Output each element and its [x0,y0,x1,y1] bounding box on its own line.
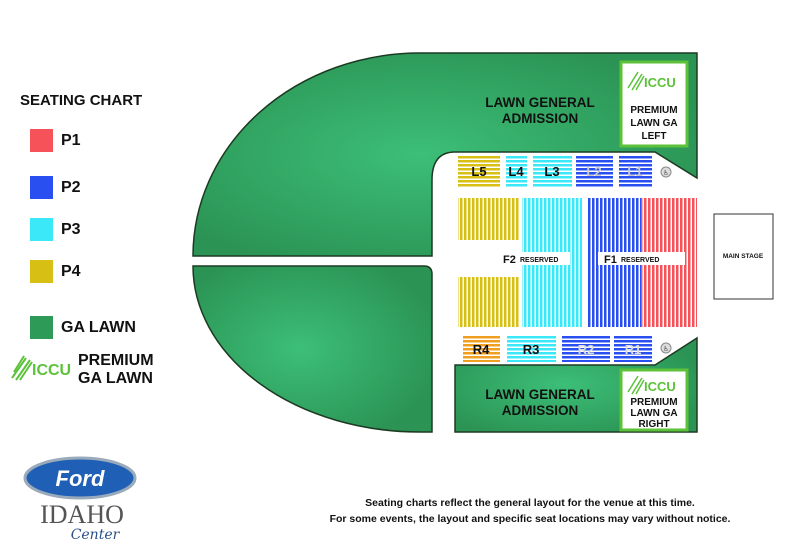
p3-swatch [30,218,53,241]
section-label: L5 [471,164,486,179]
section-r2[interactable]: R2 [562,335,610,362]
legend-label: P1 [61,131,81,149]
p4-swatch [30,260,53,283]
footnote-line: For some events, the layout and specific… [329,513,731,525]
lawn-upper [192,52,698,257]
legend-label: P3 [61,220,81,238]
legend-title: SEATING CHART [20,92,143,109]
premium-lawn-right[interactable]: ICCU PREMIUM LAWN GA RIGHT [619,368,689,432]
legend-label: P4 [61,262,81,280]
section-label: L4 [508,164,524,179]
premium-label: PREMIUM [630,105,677,116]
section-r3[interactable]: R3 [507,335,556,362]
legend-item-p2: P2 [30,176,81,199]
f1-label-band [598,252,685,265]
footnote-line: Seating charts reflect the general layou… [365,497,695,509]
premium-label: PREMIUM [78,352,154,369]
lawn-top-label: LAWN GENERAL [485,95,595,110]
premium-label: PREMIUM [630,397,677,408]
reserved-label: RESERVED [621,257,659,264]
premium-label: LEFT [642,131,667,142]
wheelchair-icon: ♿ [660,166,672,178]
f1-label: F1 [604,254,617,266]
premium-lawn-left[interactable]: ICCU PREMIUM LAWN GA LEFT [619,60,689,148]
f2-label-band [500,252,570,265]
section-l1[interactable]: L1 [619,155,652,187]
iccu-logo-icon: ICCU [11,355,71,381]
footnote: Seating charts reflect the general layou… [260,495,800,527]
lawn-bottom-label: LAWN GENERAL [485,387,595,402]
reserved-label: RESERVED [520,257,558,264]
iccu-text: ICCU [644,379,676,394]
idaho-text: IDAHO [40,500,124,529]
iccu-text: ICCU [644,75,676,90]
section-label: L3 [544,164,559,179]
legend-label: P2 [61,178,81,196]
svg-text:♿: ♿ [663,169,669,177]
iccu-text: ICCU [32,362,71,379]
ford-text: Ford [56,466,105,491]
lawn-bottom-label: ADMISSION [502,403,579,418]
lawn-lower [192,265,433,433]
center-text: Center [71,527,121,543]
f2-label: F2 [503,254,516,266]
section-label: R1 [625,342,642,357]
premium-label: RIGHT [638,419,669,430]
section-l5[interactable]: L5 [458,155,500,187]
section-l2[interactable]: L2 [576,155,613,187]
premium-label: LAWN GA [630,118,677,129]
premium-label: LAWN GA [630,408,677,419]
p2-swatch [30,176,53,199]
section-l3[interactable]: L3 [533,155,572,187]
lawn-top-label: ADMISSION [502,111,579,126]
p1-swatch [30,129,53,152]
ford-idaho-center-logo: Ford IDAHO Center [23,456,137,543]
legend-item-p1: P1 [30,129,81,152]
section-r4[interactable]: R4 [463,335,500,362]
section-r1[interactable]: R1 [614,335,652,362]
stage-label: MAIN STAGE [723,253,764,260]
ga-lawn-swatch [30,316,53,339]
section-label: R4 [473,342,490,357]
section-label: R3 [523,342,540,357]
section-l4[interactable]: L4 [506,155,527,187]
wheelchair-icon: ♿ [660,342,672,354]
legend-item-ga-lawn: GA LAWN [30,316,136,339]
premium-label: GA LAWN [78,370,153,387]
section-label: L2 [586,164,601,179]
legend-item-p4: P4 [30,260,81,283]
main-stage: MAIN STAGE [713,213,774,300]
section-label: R2 [578,342,595,357]
legend-label: GA LAWN [61,318,136,336]
section-label: L1 [627,164,642,179]
svg-text:♿: ♿ [663,345,669,353]
legend-item-p3: P3 [30,218,81,241]
